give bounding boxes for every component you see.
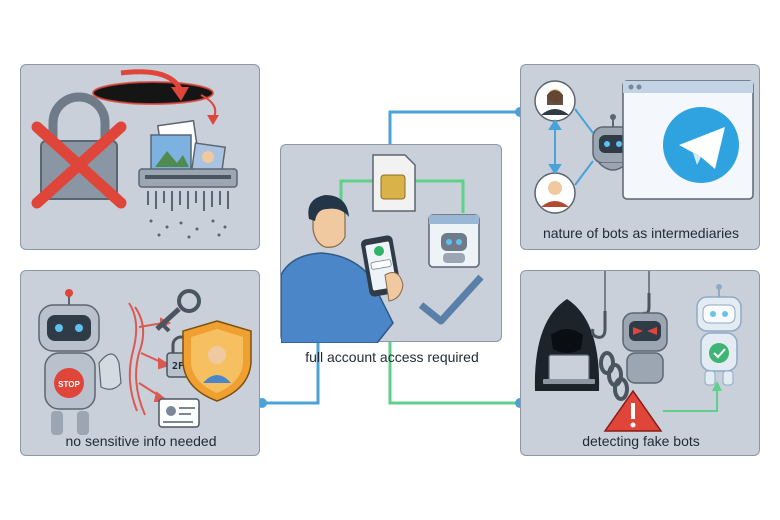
top-right-caption: nature of bots as intermediaries	[542, 225, 740, 241]
telegram-logo-icon	[663, 107, 739, 183]
flow-arrows	[548, 108, 594, 186]
bottom-left-caption: no sensitive info needed	[65, 433, 217, 449]
connector-center-to-top-right	[388, 110, 520, 150]
warning-icon	[603, 389, 663, 432]
robot-icon	[38, 289, 122, 435]
connector-center-to-bottom-left	[262, 340, 320, 405]
user-avatar-icon-2	[534, 172, 576, 214]
portal-hole-icon	[92, 69, 219, 125]
connector-center-to-bottom-right	[388, 340, 520, 405]
arrow-to-good-bot	[663, 381, 722, 412]
panel-top-right: nature of bots as intermediaries	[520, 64, 760, 250]
user-avatar-icon	[534, 80, 576, 122]
shield-icon	[182, 320, 252, 402]
panel-bottom-left: STOP 2FA	[20, 270, 260, 456]
hacker-icon	[534, 299, 600, 391]
chain-icon	[599, 351, 629, 401]
key-icon	[155, 289, 201, 333]
center-caption: full account access required	[305, 349, 479, 365]
panel-bottom-right: detecting fake bots	[520, 270, 760, 456]
red-branch-lines	[128, 302, 172, 416]
evil-robot-icon	[622, 312, 668, 384]
tfa-label: 2FA	[172, 361, 190, 372]
bottom-right-caption: detecting fake bots	[582, 433, 700, 449]
id-card-icon	[158, 398, 200, 428]
phone-icon	[360, 235, 404, 302]
genuine-robot-icon	[696, 284, 742, 386]
sim-card-icon	[372, 154, 416, 212]
red-x-icon	[31, 121, 127, 209]
shredder-icon	[138, 119, 238, 239]
checkmark-icon	[418, 274, 484, 325]
panel-center: full account access required	[280, 144, 502, 365]
bot-window-icon	[428, 214, 480, 268]
panel-top-left	[20, 64, 260, 250]
stop-label: STOP	[58, 380, 80, 389]
